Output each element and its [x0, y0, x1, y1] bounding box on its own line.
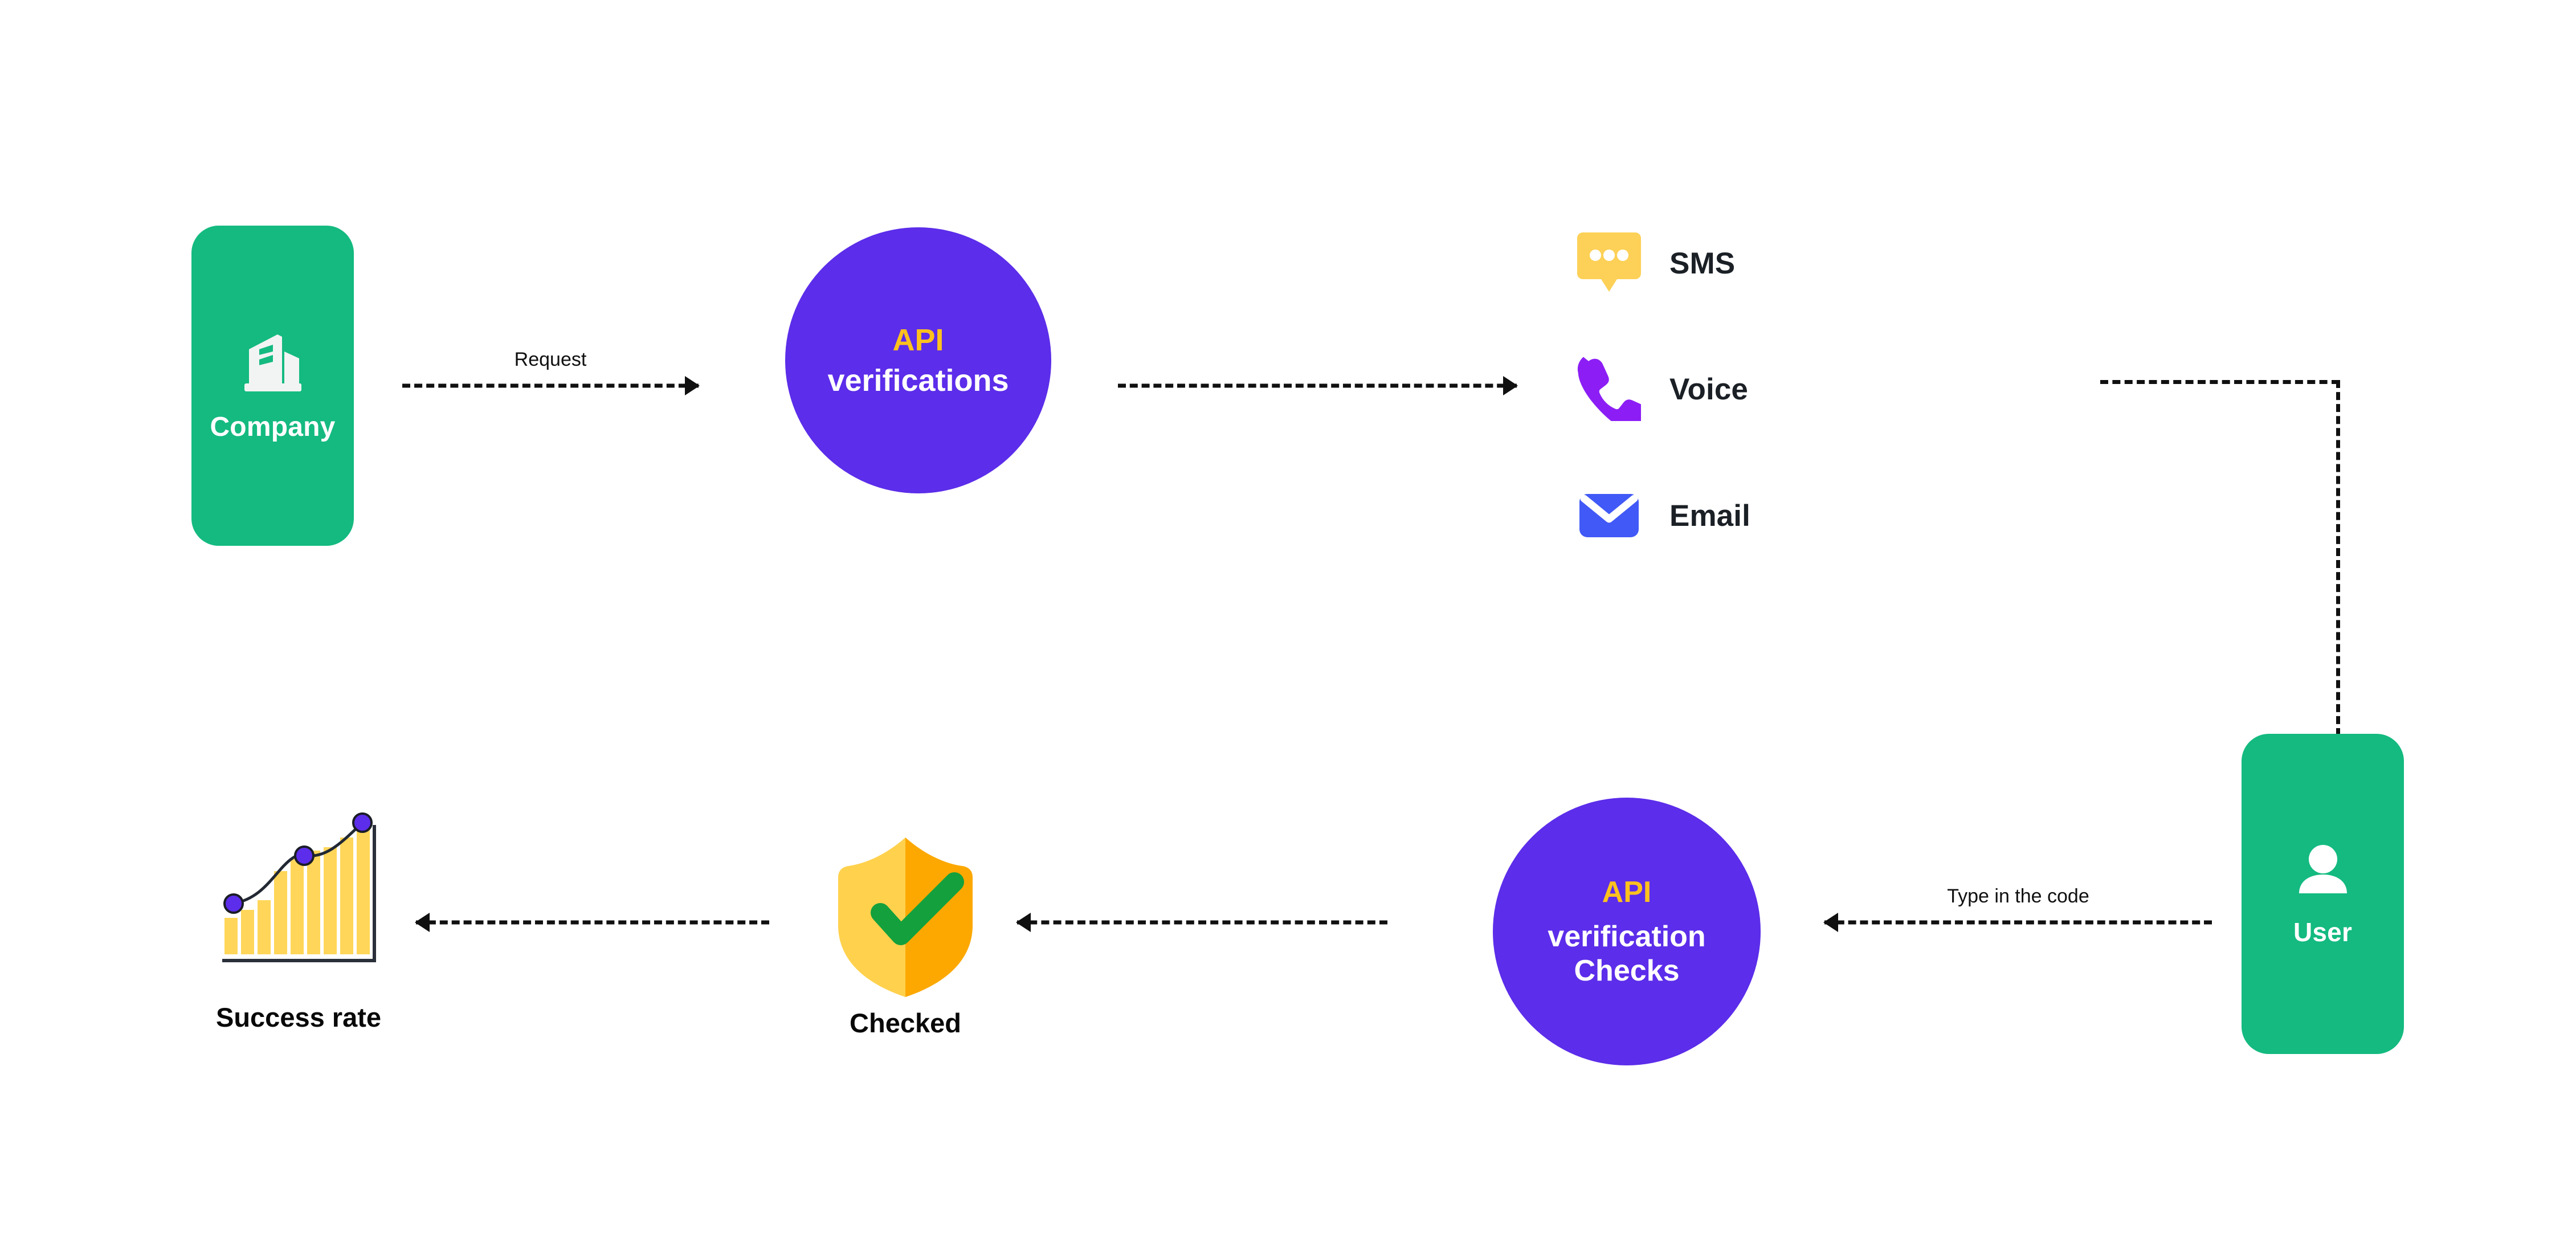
arrow-head-left	[415, 913, 430, 932]
envelope-icon	[1577, 481, 1641, 550]
success-rate-chart-svg	[222, 812, 376, 962]
channel-email[interactable]: Email	[1577, 481, 1750, 550]
channel-voice-label: Voice	[1669, 373, 1748, 406]
node-api-verification-checks[interactable]: API verification Checks	[1493, 798, 1761, 1065]
arrow-head-left	[1016, 913, 1031, 932]
sms-bubble-icon	[1577, 229, 1641, 298]
node-user[interactable]: User	[2242, 734, 2404, 1054]
person-icon	[2293, 841, 2353, 903]
api-verifications-sub-label: verifications	[827, 363, 1009, 398]
phone-call-icon	[1577, 355, 1650, 432]
channel-voice[interactable]: Voice	[1577, 355, 1748, 432]
node-checked-label: Checked	[850, 1008, 961, 1038]
api-checks-api-label: API	[1602, 875, 1652, 909]
node-company[interactable]: Company	[191, 226, 354, 546]
arrow-head-right	[685, 376, 700, 395]
channel-sms[interactable]: SMS	[1577, 229, 1735, 298]
api-checks-sub-line2: Checks	[1574, 954, 1680, 988]
arrow-line	[416, 920, 769, 925]
office-building-icon	[242, 329, 304, 395]
arrow-label-type-in-the-code: Type in the code	[1947, 885, 2089, 907]
node-checked[interactable]	[820, 827, 991, 1001]
node-user-label: User	[2293, 917, 2353, 947]
arrow-line	[1118, 383, 1517, 388]
connector-channels-to-user-vertical	[2336, 380, 2340, 736]
arrow-head-left	[1823, 913, 1838, 932]
node-api-verifications[interactable]: API verifications	[785, 227, 1051, 493]
arrow-line	[1824, 920, 2212, 925]
node-success-rate[interactable]	[210, 802, 387, 988]
arrow-line	[1017, 920, 1387, 925]
channel-email-label: Email	[1669, 499, 1750, 533]
connector-channels-to-user-horizontal	[2100, 380, 2340, 384]
channel-sms-label: SMS	[1669, 247, 1736, 280]
node-company-label: Company	[210, 412, 336, 442]
bar-line-chart-icon	[210, 812, 387, 988]
chart-markers	[223, 812, 373, 914]
api-verifications-api-label: API	[892, 322, 944, 357]
arrow-line	[402, 383, 699, 388]
arrow-head-right	[1503, 376, 1518, 395]
arrow-label-request: Request	[514, 349, 587, 370]
chart-bars	[224, 819, 370, 954]
node-success-rate-label: Success rate	[215, 1002, 382, 1032]
shield-check-icon	[820, 838, 991, 1000]
api-checks-sub-line1: verification	[1548, 920, 1706, 953]
